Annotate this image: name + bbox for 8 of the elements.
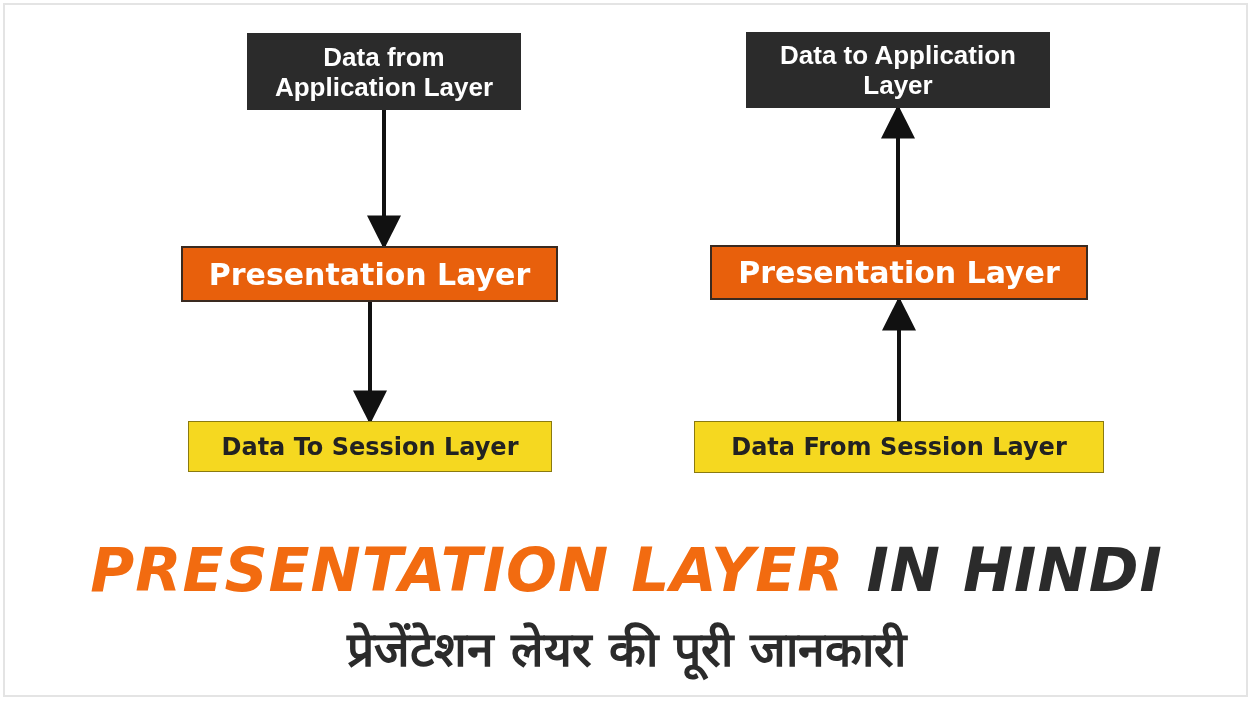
data-box: Data to Application Layer [746, 32, 1050, 108]
data-box: Data To Session Layer [188, 421, 552, 472]
data-box: Data From Session Layer [694, 421, 1104, 473]
layer-box: Presentation Layer [710, 245, 1088, 300]
data-box: Data from Application Layer [247, 33, 521, 110]
layer-box: Presentation Layer [181, 246, 558, 302]
title: PRESENTATION LAYER IN HINDI [89, 535, 1164, 605]
subtitle: प्रेजेंटेशन लेयर की पूरी जानकारी [0, 615, 1253, 680]
